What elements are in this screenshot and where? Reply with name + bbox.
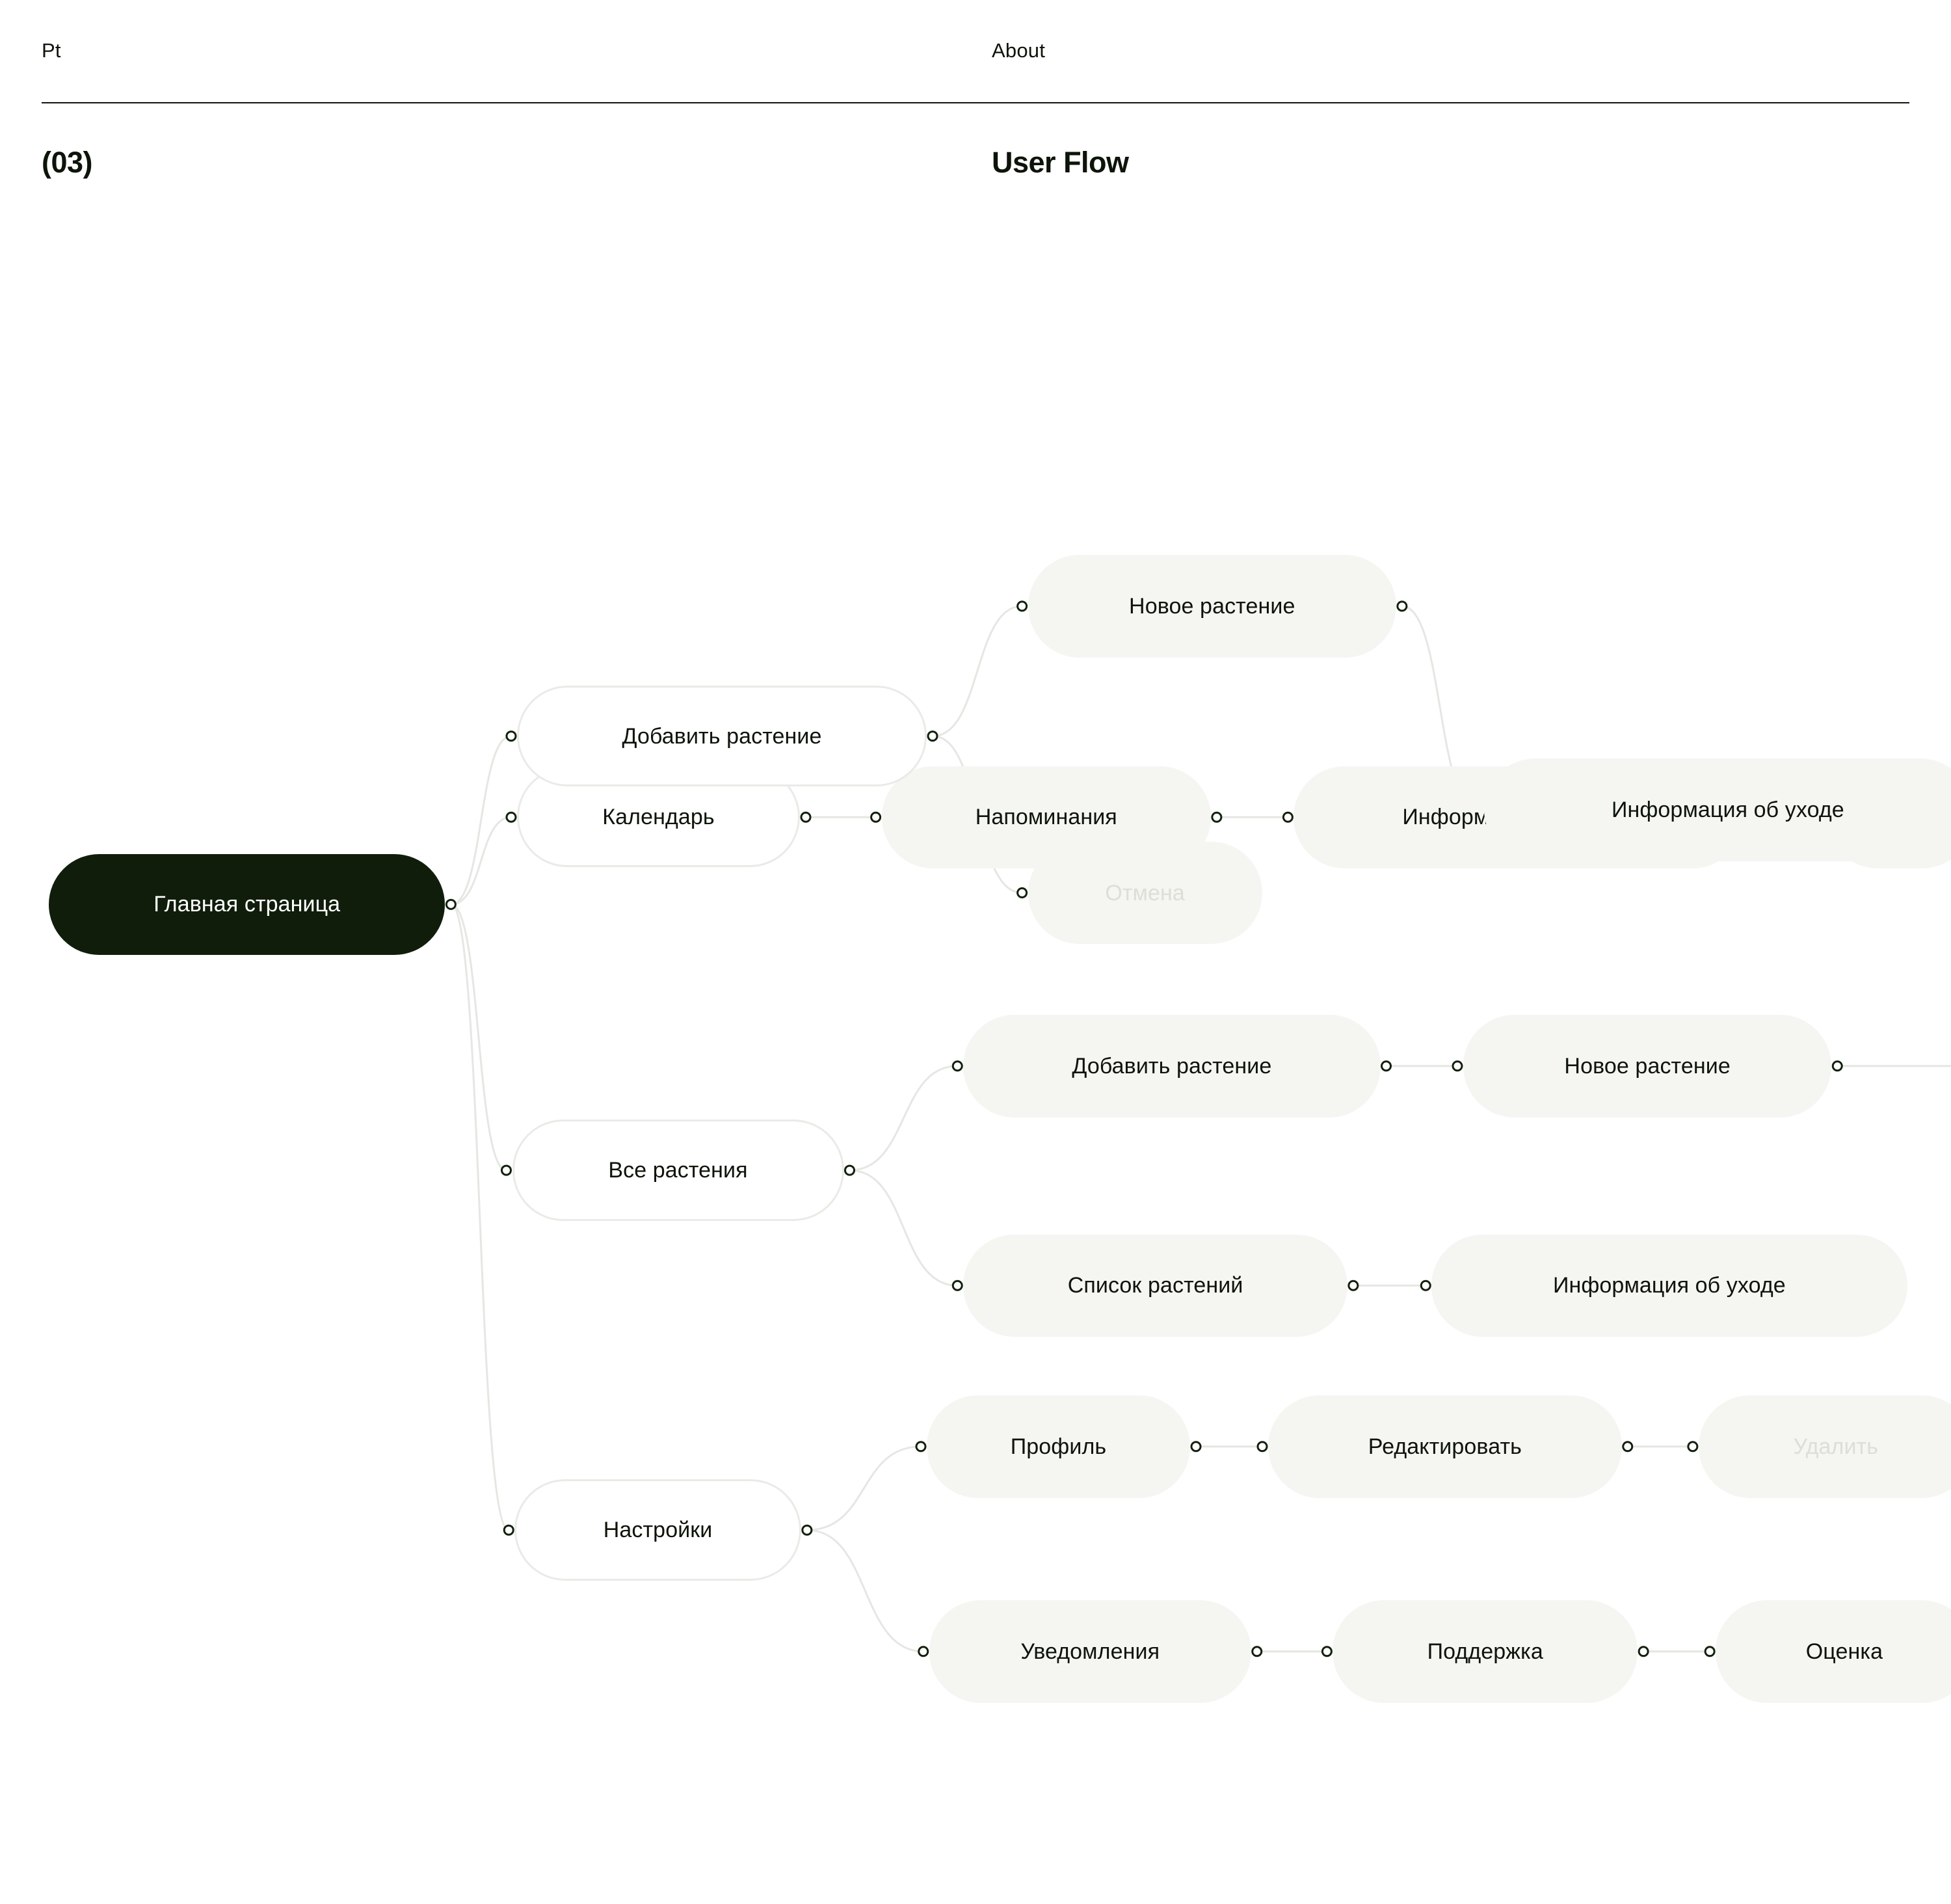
- flow-port-dot: [1420, 1280, 1431, 1291]
- flow-port-dot: [505, 731, 517, 742]
- flow-edge-settings-to-profile: [806, 1445, 922, 1531]
- flow-port-dot: [1638, 1646, 1649, 1657]
- header-divider: [42, 102, 1909, 103]
- flow-node-edit-2[interactable]: Редактировать: [1268, 1395, 1622, 1498]
- flow-port-dot: [1251, 1646, 1263, 1657]
- page-title: User Flow: [992, 146, 1129, 179]
- flow-port-dot: [1396, 600, 1408, 612]
- flow-node-label: Уведомления: [1020, 1639, 1160, 1664]
- flow-node-new-plant-1[interactable]: Новое растение: [1028, 555, 1396, 658]
- flow-edge-root-to-settings: [450, 903, 509, 1531]
- flow-port-dot: [1622, 1441, 1634, 1453]
- flow-port-dot: [1831, 1060, 1843, 1072]
- flow-node-support[interactable]: Поддержка: [1333, 1600, 1638, 1703]
- flow-port-dot: [918, 1646, 929, 1657]
- flow-port-dot: [1190, 1441, 1202, 1453]
- flow-node-label: Редактировать: [1368, 1434, 1522, 1459]
- flow-port-dot: [445, 898, 457, 910]
- flow-port-dot: [844, 1164, 855, 1176]
- flow-edge-root-to-add-plant: [451, 735, 512, 905]
- flow-edge-root-to-all-plants: [450, 903, 507, 1172]
- flow-node-label: Главная страница: [153, 892, 341, 917]
- flow-port-dot: [870, 811, 882, 823]
- flow-node-plant-list[interactable]: Список растений: [963, 1234, 1347, 1337]
- flow-node-label: Новое растение: [1564, 1053, 1731, 1079]
- flow-port-dot: [951, 1060, 963, 1072]
- flow-node-add-plant[interactable]: Добавить растение: [517, 685, 927, 787]
- flow-node-label: Отмена: [1105, 880, 1185, 905]
- flow-node-settings[interactable]: Настройки: [514, 1479, 801, 1581]
- flow-node-profile[interactable]: Профиль: [927, 1395, 1190, 1498]
- flow-edge-all-plants-to-add-plant-2: [849, 1065, 958, 1172]
- flow-port-dot: [1381, 1060, 1392, 1072]
- flow-node-label: Профиль: [1010, 1434, 1107, 1459]
- flow-port-dot: [951, 1280, 963, 1291]
- flow-node-label: Поддержка: [1427, 1639, 1543, 1664]
- flow-port-dot: [800, 811, 812, 823]
- flow-port-dot: [915, 1441, 927, 1453]
- section-number: (03): [42, 146, 93, 179]
- flow-node-label: Оценка: [1805, 1639, 1883, 1664]
- flow-node-cancel[interactable]: Отмена: [1028, 841, 1262, 945]
- flow-node-care-info-2[interactable]: Информация об уходе: [1483, 758, 1951, 861]
- title-row: (03) User Flow: [0, 146, 1951, 192]
- flow-edge-all-plants-to-plant-list: [849, 1169, 958, 1287]
- flow-node-label: Список растений: [1067, 1273, 1243, 1298]
- flow-port-dot: [1016, 887, 1028, 898]
- flow-node-all-plants[interactable]: Все растения: [512, 1120, 844, 1221]
- brand-logo[interactable]: Pt: [42, 39, 61, 62]
- flow-port-dot: [501, 1164, 512, 1176]
- flow-port-dot: [1687, 1441, 1699, 1453]
- flow-port-dot: [505, 811, 517, 823]
- flow-edge-settings-to-notifications: [806, 1529, 923, 1653]
- flow-edge-root-to-calendar: [451, 816, 512, 905]
- flow-node-label: Настройки: [603, 1518, 713, 1543]
- flow-port-dot: [503, 1524, 514, 1536]
- flow-port-dot: [801, 1524, 813, 1536]
- flow-node-label: Удалить: [1793, 1434, 1879, 1459]
- flow-edge-add-plant-to-new-plant-1: [932, 605, 1022, 738]
- flow-node-delete[interactable]: Удалить: [1698, 1395, 1951, 1498]
- flow-node-add-plant-2[interactable]: Добавить растение: [963, 1015, 1381, 1118]
- nav-link-about[interactable]: About: [992, 39, 1046, 62]
- page-header: Pt About: [0, 0, 1951, 104]
- flow-port-dot: [1016, 600, 1028, 612]
- flow-port-dot: [1347, 1280, 1359, 1291]
- flow-node-label: Информация об уходе: [1552, 1273, 1786, 1298]
- flow-node-label: Добавить растение: [622, 723, 822, 749]
- flow-node-label: Все растения: [608, 1158, 748, 1183]
- flow-node-label: Информация об уходе: [1611, 798, 1844, 822]
- flow-port-dot: [1256, 1441, 1268, 1453]
- flow-port-dot: [1452, 1060, 1463, 1072]
- flow-node-label: Напоминания: [975, 805, 1117, 830]
- flow-port-dot: [927, 731, 938, 742]
- flow-node-notifications[interactable]: Уведомления: [929, 1600, 1251, 1703]
- flow-node-root[interactable]: Главная страница: [49, 853, 445, 956]
- flow-node-label: Добавить растение: [1072, 1053, 1272, 1079]
- flow-port-dot: [1704, 1646, 1716, 1657]
- flow-port-dot: [1211, 811, 1223, 823]
- main-nav: About: [992, 40, 1045, 60]
- flow-node-label: Новое растение: [1129, 593, 1295, 619]
- flow-port-dot: [1282, 811, 1294, 823]
- flow-port-dot: [1321, 1646, 1333, 1657]
- flow-node-rating[interactable]: Оценка: [1716, 1600, 1951, 1703]
- flow-node-care-info-3[interactable]: Информация об уходе: [1431, 1234, 1907, 1337]
- flow-node-label: Календарь: [602, 805, 715, 830]
- flow-node-new-plant-2[interactable]: Новое растение: [1463, 1015, 1832, 1118]
